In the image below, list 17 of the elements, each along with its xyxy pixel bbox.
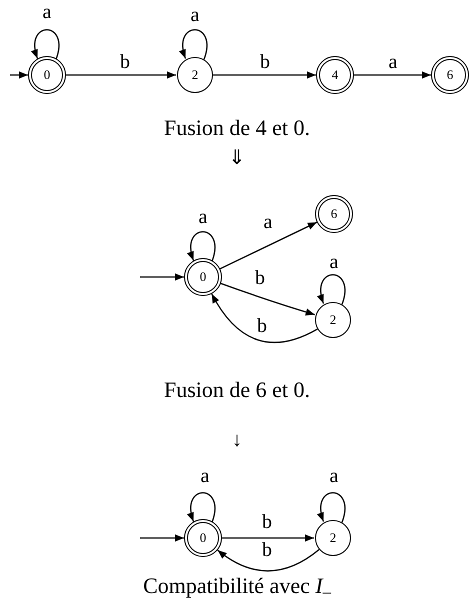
transition-arrow: [221, 534, 314, 542]
transition-arrow: [140, 534, 184, 542]
self-loop-arrow: [180, 29, 208, 60]
transition-arrow: [10, 71, 28, 79]
transition-arrow: [211, 294, 318, 344]
direction-arrow: ⇓: [228, 148, 246, 168]
transition-arrow: [65, 71, 176, 79]
self-loop-arrow: [318, 274, 346, 305]
self-loop-arrow: [318, 492, 346, 523]
transition-arrow: [140, 273, 184, 281]
caption: Compatibilité avec I$_{–}$: [143, 575, 331, 597]
transition-arrow: [353, 71, 431, 79]
step-text: Fusion de 6 et 0.: [164, 379, 310, 401]
direction-arrow: ↓: [232, 430, 242, 450]
transition-arrow: [213, 71, 316, 79]
step-text: Fusion de 4 et 0.: [164, 117, 310, 139]
transition-arrow: [217, 548, 320, 572]
